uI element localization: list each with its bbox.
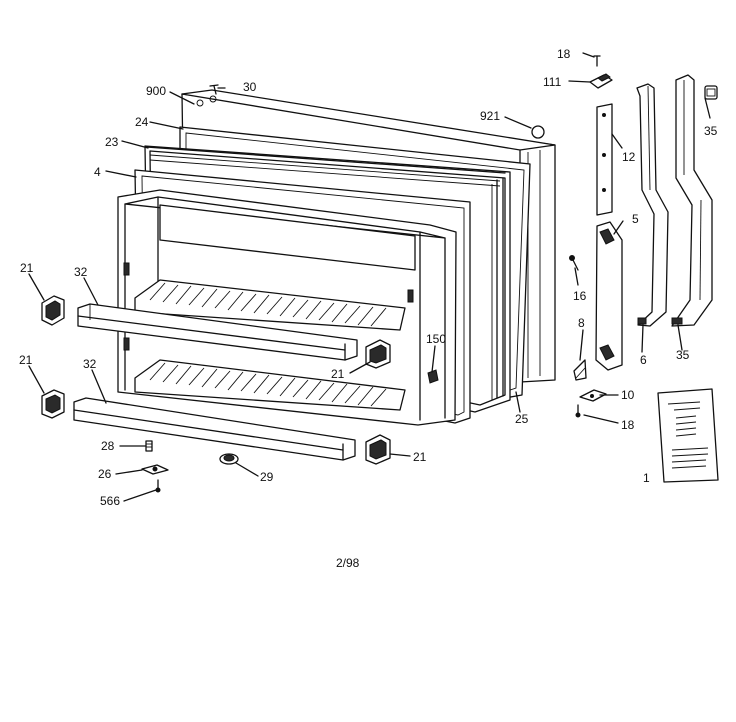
owners-manual-1 (657, 388, 719, 483)
bracket-10 (579, 389, 607, 402)
callout-5: 5 (632, 212, 639, 226)
callout-4: 4 (94, 165, 101, 179)
callout-18-bottom: 18 (621, 418, 635, 432)
plug-29 (219, 453, 239, 465)
callout-21-lower-left: 21 (19, 353, 33, 367)
callout-30: 30 (243, 80, 257, 94)
cam-8 (573, 359, 587, 381)
door-stop-5 (595, 221, 623, 371)
callout-21-upper-left: 21 (20, 261, 34, 275)
hinge-pin-111 (589, 73, 613, 89)
door-liner (117, 189, 457, 426)
callout-150: 150 (426, 332, 447, 346)
door-handle-6 (636, 83, 669, 327)
callout-6: 6 (640, 353, 647, 367)
screw-28 (145, 440, 153, 452)
rail-end-cap-lower-left (41, 389, 65, 419)
callout-1: 1 (643, 471, 650, 485)
callout-566: 566 (100, 494, 121, 508)
callout-23: 23 (105, 135, 119, 149)
screw-16 (569, 255, 579, 271)
screw-30 (209, 84, 219, 95)
rail-end-cap-upper-left (41, 295, 65, 326)
callout-32-lower: 32 (83, 357, 97, 371)
callout-16: 16 (573, 289, 587, 303)
callout-21-upper-right: 21 (331, 367, 345, 381)
date-code: 2/98 (336, 556, 360, 570)
part-150 (427, 369, 439, 384)
callout-25: 25 (515, 412, 529, 426)
callout-10: 10 (621, 388, 635, 402)
callout-28: 28 (101, 439, 115, 453)
callout-26: 26 (98, 467, 112, 481)
screw-18-bottom (575, 404, 581, 418)
leader-lines (28, 52, 711, 502)
screw-18-top (593, 55, 601, 67)
callout-921: 921 (480, 109, 501, 123)
lower-shelf-rail (73, 397, 356, 461)
hinge-plate-12 (596, 103, 613, 216)
callout-21-lower-right: 21 (413, 450, 427, 464)
callout-12: 12 (622, 150, 636, 164)
rail-end-cap-lower-right (365, 434, 391, 465)
callout-8: 8 (578, 316, 585, 330)
door-handle-35 (671, 74, 713, 327)
callout-29: 29 (260, 470, 274, 484)
callout-32-upper: 32 (74, 265, 88, 279)
bracket-26 (141, 464, 169, 475)
callout-35-top: 35 (704, 124, 718, 138)
callout-35-bottom: 35 (676, 348, 690, 362)
upper-shelf-rail (77, 303, 358, 361)
callout-24: 24 (135, 115, 149, 129)
rail-end-cap-upper-right (365, 339, 391, 369)
callout-111: 111 (543, 75, 562, 89)
handle-end-cap-35 (704, 85, 718, 100)
callout-18: 18 (557, 47, 571, 61)
callout-900: 900 (146, 84, 167, 98)
